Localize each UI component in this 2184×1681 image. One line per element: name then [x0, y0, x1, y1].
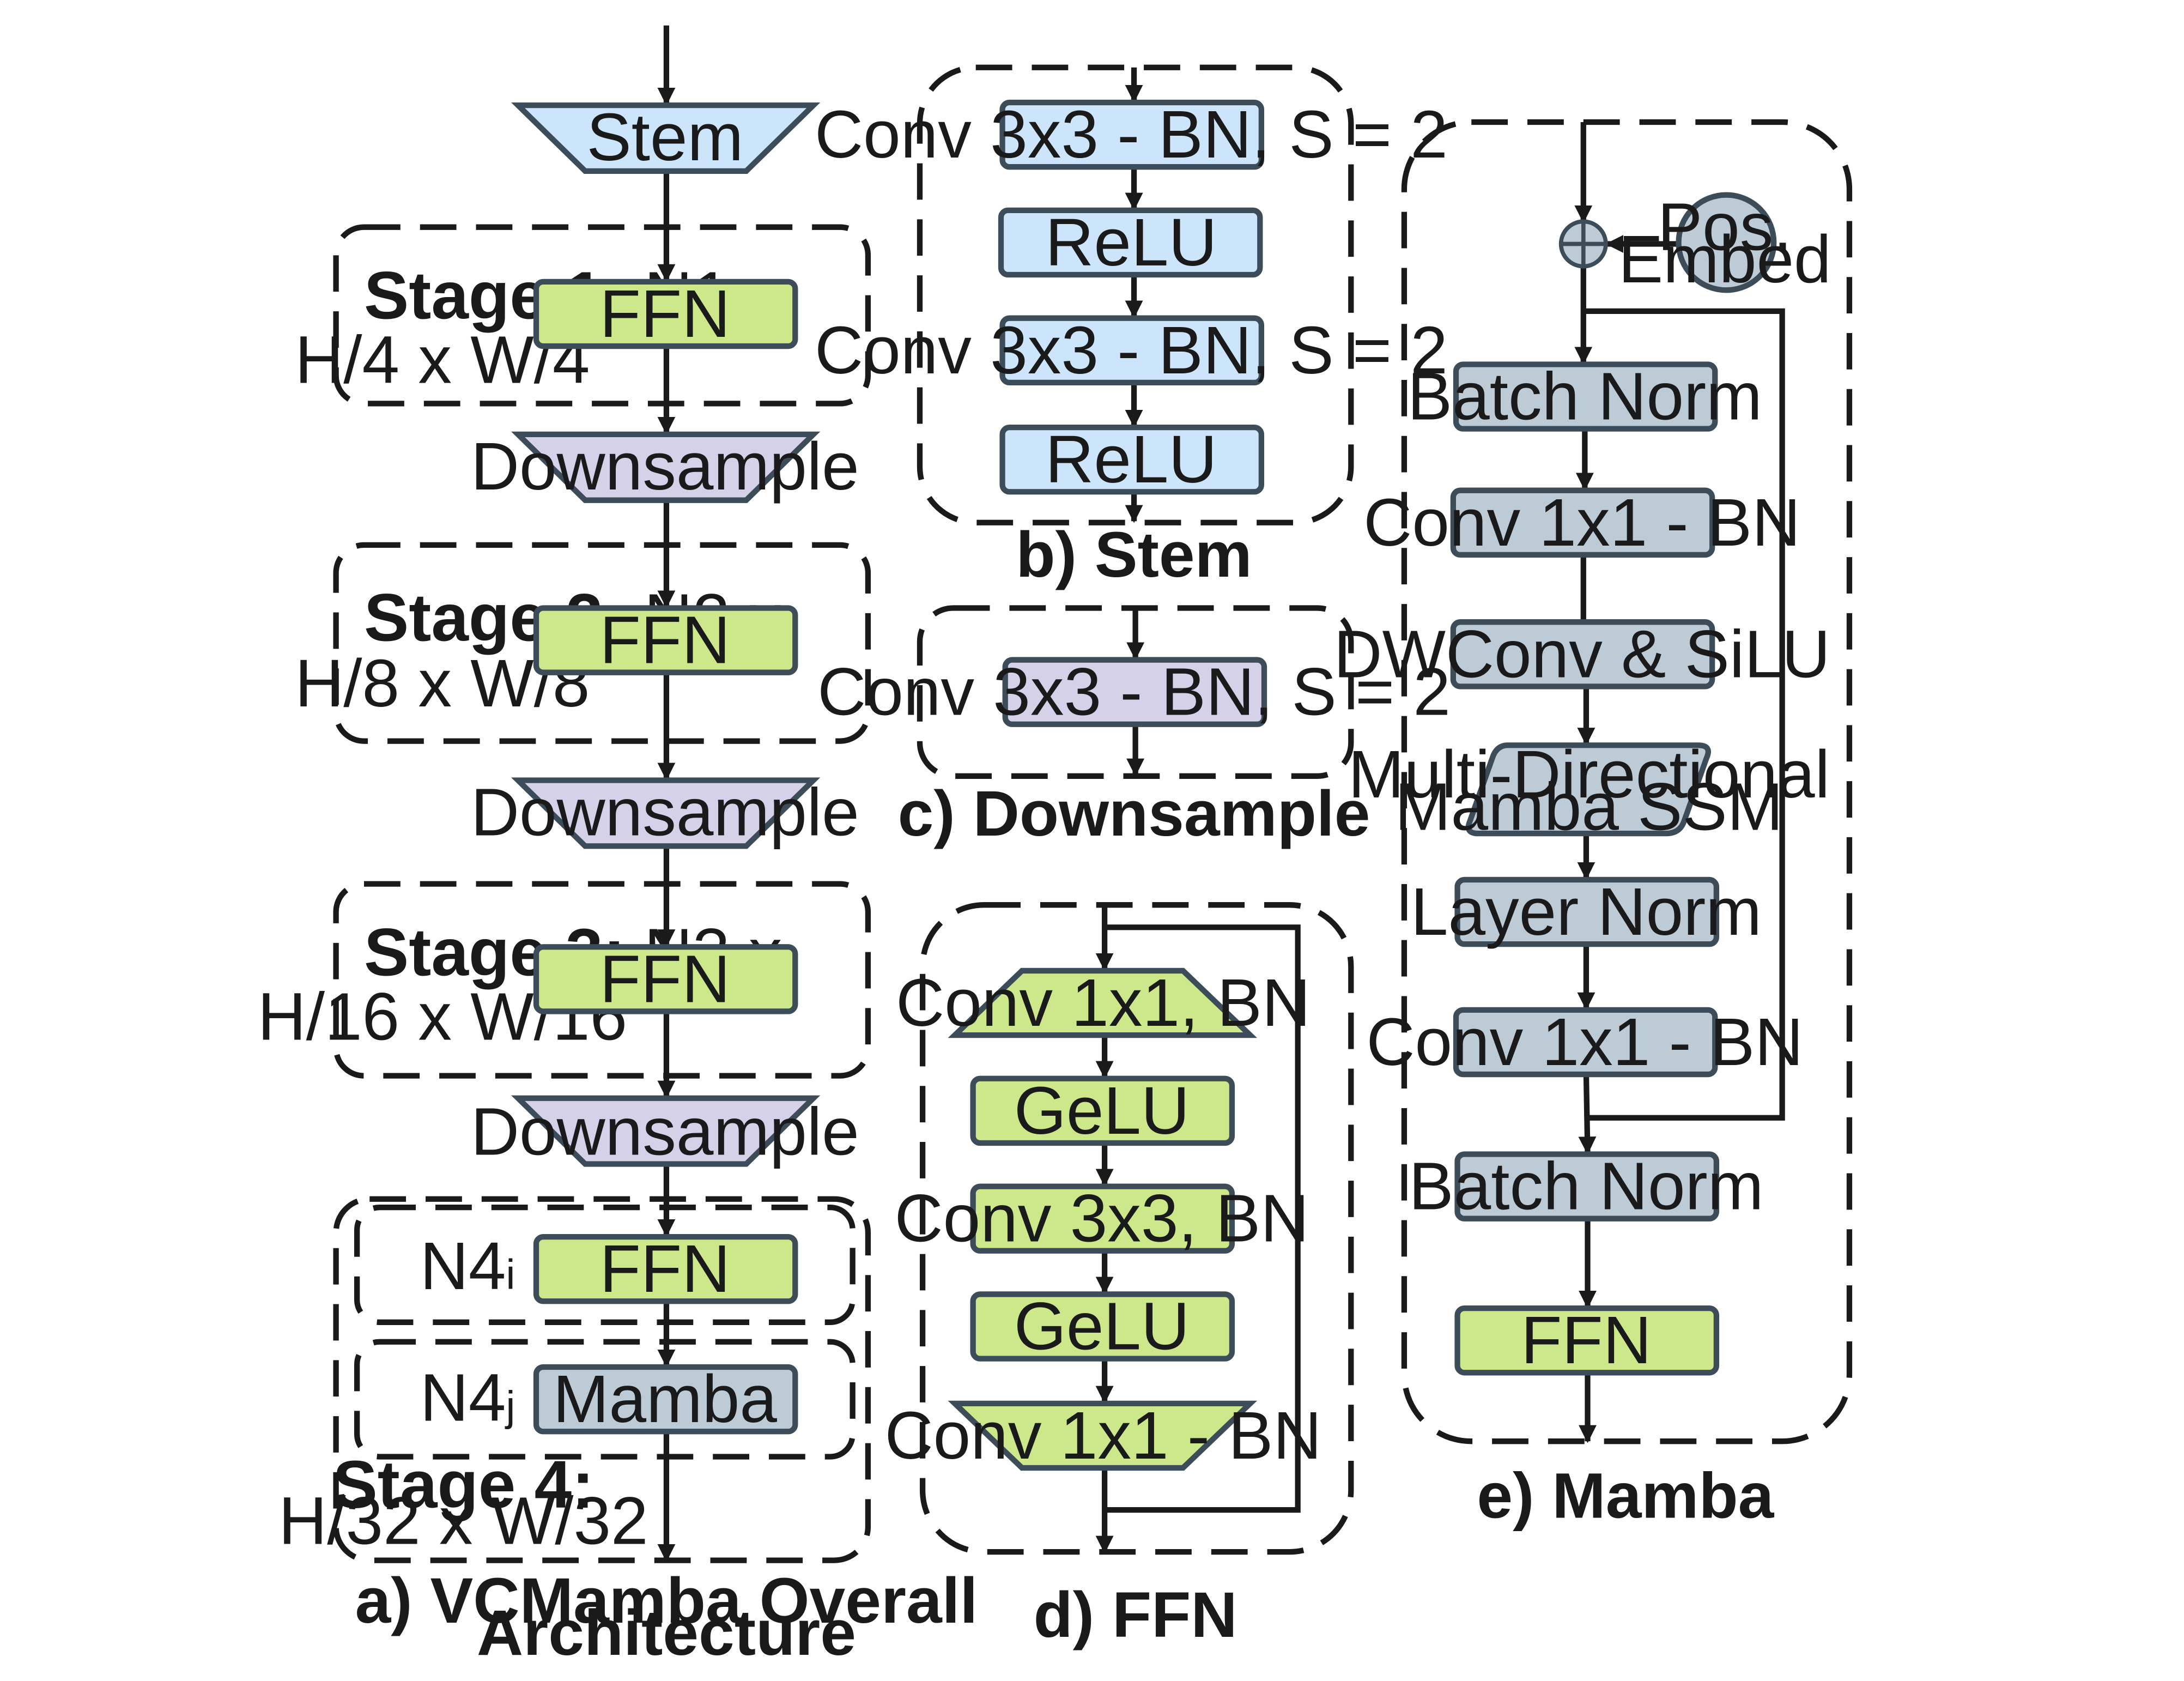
stage1-ffn-label: FFN	[600, 276, 731, 352]
pos-embed-line2: Embed	[1618, 222, 1831, 297]
mamba-ffn-label: FFN	[1521, 1303, 1652, 1378]
stem-detail-group	[917, 64, 1354, 525]
ffn-conv-in-block	[948, 968, 1258, 1038]
stem-relu1-block	[998, 207, 1263, 278]
stem-relu2-label: ReLU	[1045, 422, 1217, 497]
ffn-gelu2-block	[970, 1291, 1235, 1362]
stem-conv1-block	[999, 99, 1265, 170]
caption-stem: b) Stem	[1016, 519, 1252, 591]
mamba-conv2-label: Conv 1x1 - BN	[1366, 1005, 1803, 1080]
stage2-ffn-label: FFN	[600, 603, 731, 678]
ffn-gelu1-label: GeLU	[1014, 1073, 1190, 1148]
caption-overall-line2: Architecture	[477, 1597, 856, 1669]
downsample-conv-label: Conv 3x3 - BN, S = 2	[817, 655, 1451, 730]
mamba-arrow-6	[1578, 1074, 1597, 1155]
downsample-conv-block	[1002, 657, 1267, 727]
mamba-batchnorm1-block	[1453, 361, 1718, 432]
panel-stem: Conv 3x3 - BN, S = 2 ReLU Conv 3x3 - BN,…	[815, 64, 1448, 591]
mamba-detail-group	[1401, 119, 1853, 1444]
mamba-layernorm-label: Layer Norm	[1411, 874, 1762, 950]
mamba-ssm-line1: Multi-Directional	[1348, 737, 1830, 812]
mamba-ssm-line2: Mamba SSM	[1395, 769, 1783, 844]
caption-mamba: e) Mamba	[1477, 1460, 1774, 1532]
pos-embed-line1: Pos.	[1658, 190, 1792, 265]
ffn-conv-out-block	[948, 1400, 1258, 1471]
mamba-dwconv-block	[1450, 619, 1715, 690]
mamba-batchnorm2-label: Batch Norm	[1409, 1149, 1763, 1224]
mamba-ssm-block	[1465, 742, 1711, 837]
stem-block	[511, 102, 821, 174]
stage3-ffn-label: FFN	[600, 941, 731, 1017]
stage4-title: Stage 4:	[333, 1447, 594, 1522]
panel-mamba: Pos. Embed Batch Norm Conv 1x1 - BN DWCo…	[1334, 119, 1853, 1532]
stage1-group	[333, 224, 871, 407]
stage1-ffn-block	[533, 279, 798, 349]
stage4-mamba-label: Mamba	[553, 1362, 778, 1437]
ffn-residual-line	[1105, 924, 1301, 1513]
stage3-group	[333, 881, 871, 1079]
caption-downsample: c) Downsample	[898, 778, 1370, 850]
panel-overall-architecture: Stem Stage 1: N1 x H/4 x W/4 FFN Downsam…	[258, 25, 978, 1669]
stage4-ffn-block	[533, 1233, 798, 1304]
stem-label: Stem	[586, 100, 743, 175]
mamba-batchnorm2-block	[1454, 1151, 1720, 1222]
caption-overall-line1: a) VCMamba Overall	[355, 1565, 978, 1637]
panel-downsample: Conv 3x3 - BN, S = 2 c) Downsample	[817, 605, 1451, 850]
mamba-ffn-block	[1454, 1305, 1720, 1376]
stage4-ffn-label: FFN	[600, 1231, 731, 1307]
downsample2-label: Downsample	[471, 775, 859, 850]
mamba-conv2-block	[1453, 1007, 1718, 1078]
stage4-resolution: H/32 x W/32	[278, 1484, 648, 1559]
ffn-gelu2-label: GeLU	[1014, 1289, 1190, 1364]
stem-conv2-label: Conv 3x3 - BN, S = 2	[815, 313, 1448, 388]
mamba-batchnorm1-label: Batch Norm	[1408, 359, 1762, 434]
downsample3-block	[511, 1095, 821, 1167]
downsample3-label: Downsample	[471, 1094, 859, 1169]
ffn-detail-group	[919, 902, 1354, 1555]
ffn-conv-mid-label: Conv 3x3, BN	[895, 1181, 1309, 1256]
pos-embed-node	[1676, 192, 1777, 293]
mamba-layernorm-block	[1454, 876, 1720, 947]
stage2-ffn-block	[533, 605, 798, 675]
ffn-conv-mid-block	[970, 1183, 1235, 1254]
stem-relu1-label: ReLU	[1045, 205, 1217, 280]
mamba-residual-line	[1583, 308, 1785, 1121]
downsample2-block	[511, 777, 821, 849]
panel-ffn: Conv 1x1, BN GeLU Conv 3x3, BN GeLU Conv…	[885, 902, 1354, 1651]
stem-conv1-label: Conv 3x3 - BN, S = 2	[815, 97, 1448, 172]
stage4-group	[333, 1196, 871, 1563]
stem-relu2-block	[999, 424, 1265, 495]
ffn-conv-out-label: Conv 1x1 - BN	[885, 1398, 1322, 1473]
ffn-gelu1-block	[970, 1075, 1235, 1146]
downsample1-block	[511, 431, 821, 503]
stem-conv2-block	[999, 315, 1265, 385]
downsample1-label: Downsample	[471, 429, 859, 504]
mamba-dwconv-label: DWConv & SiLU	[1334, 616, 1830, 692]
caption-ffn: d) FFN	[1034, 1579, 1237, 1651]
stage3-ffn-block	[533, 944, 798, 1014]
stage4-mamba-block	[533, 1364, 798, 1435]
stage2-group	[333, 542, 871, 744]
mamba-conv1-label: Conv 1x1 - BN	[1363, 485, 1800, 560]
ffn-conv-in-label: Conv 1x1, BN	[896, 965, 1311, 1041]
stage4-mamba-subgroup	[354, 1339, 856, 1460]
mamba-conv1-block	[1450, 487, 1715, 558]
stage4-ffn-subgroup	[354, 1205, 856, 1325]
